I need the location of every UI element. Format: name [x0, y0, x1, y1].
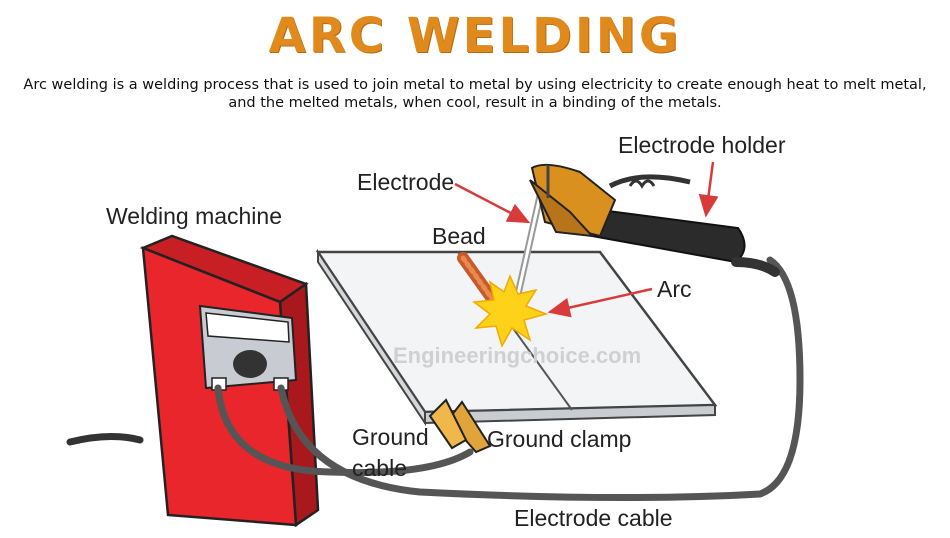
arc-spark: [472, 274, 549, 348]
workpiece-plates: [315, 248, 718, 427]
label-electrode-cable: Electrode cable: [514, 505, 673, 531]
label-arc: Arc: [657, 276, 692, 302]
label-ground-cable-line2: cable: [352, 455, 407, 481]
electrode-holder: [529, 163, 780, 277]
electrode-holder-arrow: [698, 161, 719, 218]
electrode-arrow: [454, 182, 531, 224]
label-electrode: Electrode: [357, 169, 454, 195]
label-welding-machine: Welding machine: [106, 203, 282, 229]
arc-arrow: [547, 287, 653, 318]
label-electrode-holder: Electrode holder: [618, 132, 786, 158]
label-ground-cable-line1: Ground: [352, 424, 429, 450]
ground-cable: [214, 384, 474, 477]
description-text: Arc welding is a welding process that is…: [23, 77, 927, 111]
power-cord: [66, 432, 144, 446]
watermark: Engineeringchoice.com: [393, 343, 641, 368]
label-bead: Bead: [432, 223, 486, 249]
label-ground-clamp: Ground clamp: [487, 426, 631, 452]
welding-machine: [139, 234, 320, 528]
page-title: ARC WELDING: [268, 8, 682, 64]
ground-clamp: [428, 398, 492, 454]
